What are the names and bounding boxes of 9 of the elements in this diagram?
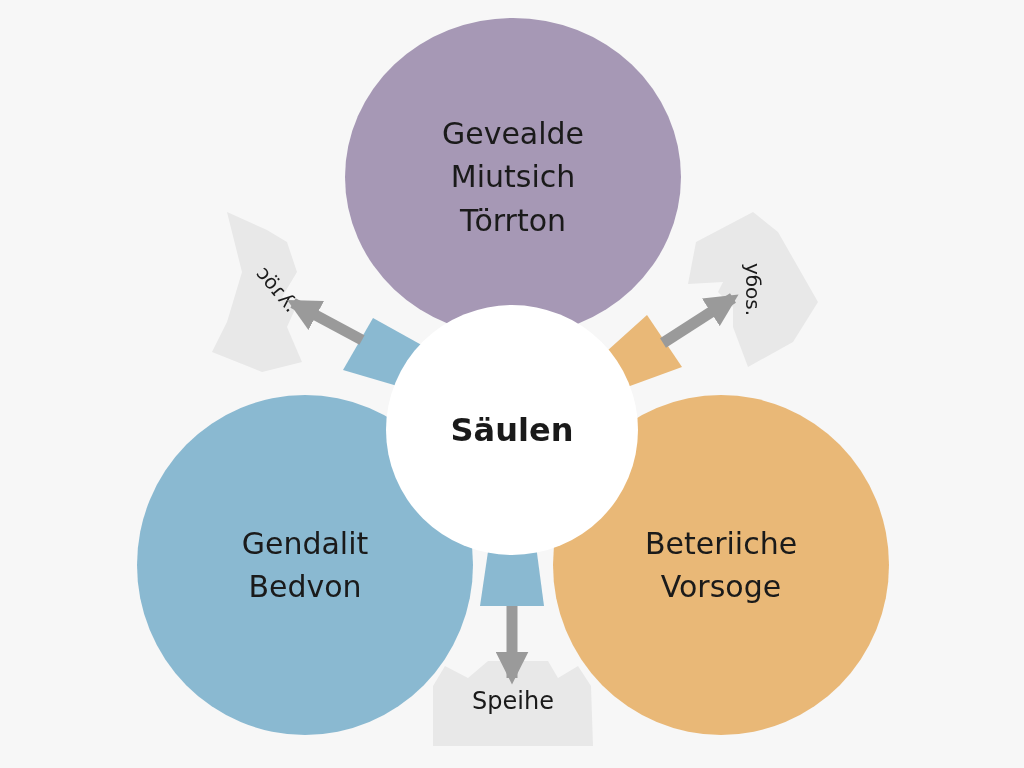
arrow <box>495 606 529 685</box>
node-label: Speihe <box>472 685 554 717</box>
arrow <box>660 293 739 348</box>
node-label: Beteriiche Vorsoge <box>643 524 799 606</box>
node-label: Gevealde Miutsich Törrton <box>440 114 586 240</box>
arrow <box>287 298 365 345</box>
node-label: yбos. <box>740 262 767 317</box>
node-label: Gendalit Bedvon <box>240 524 370 606</box>
center-title: Säulen <box>450 409 574 451</box>
